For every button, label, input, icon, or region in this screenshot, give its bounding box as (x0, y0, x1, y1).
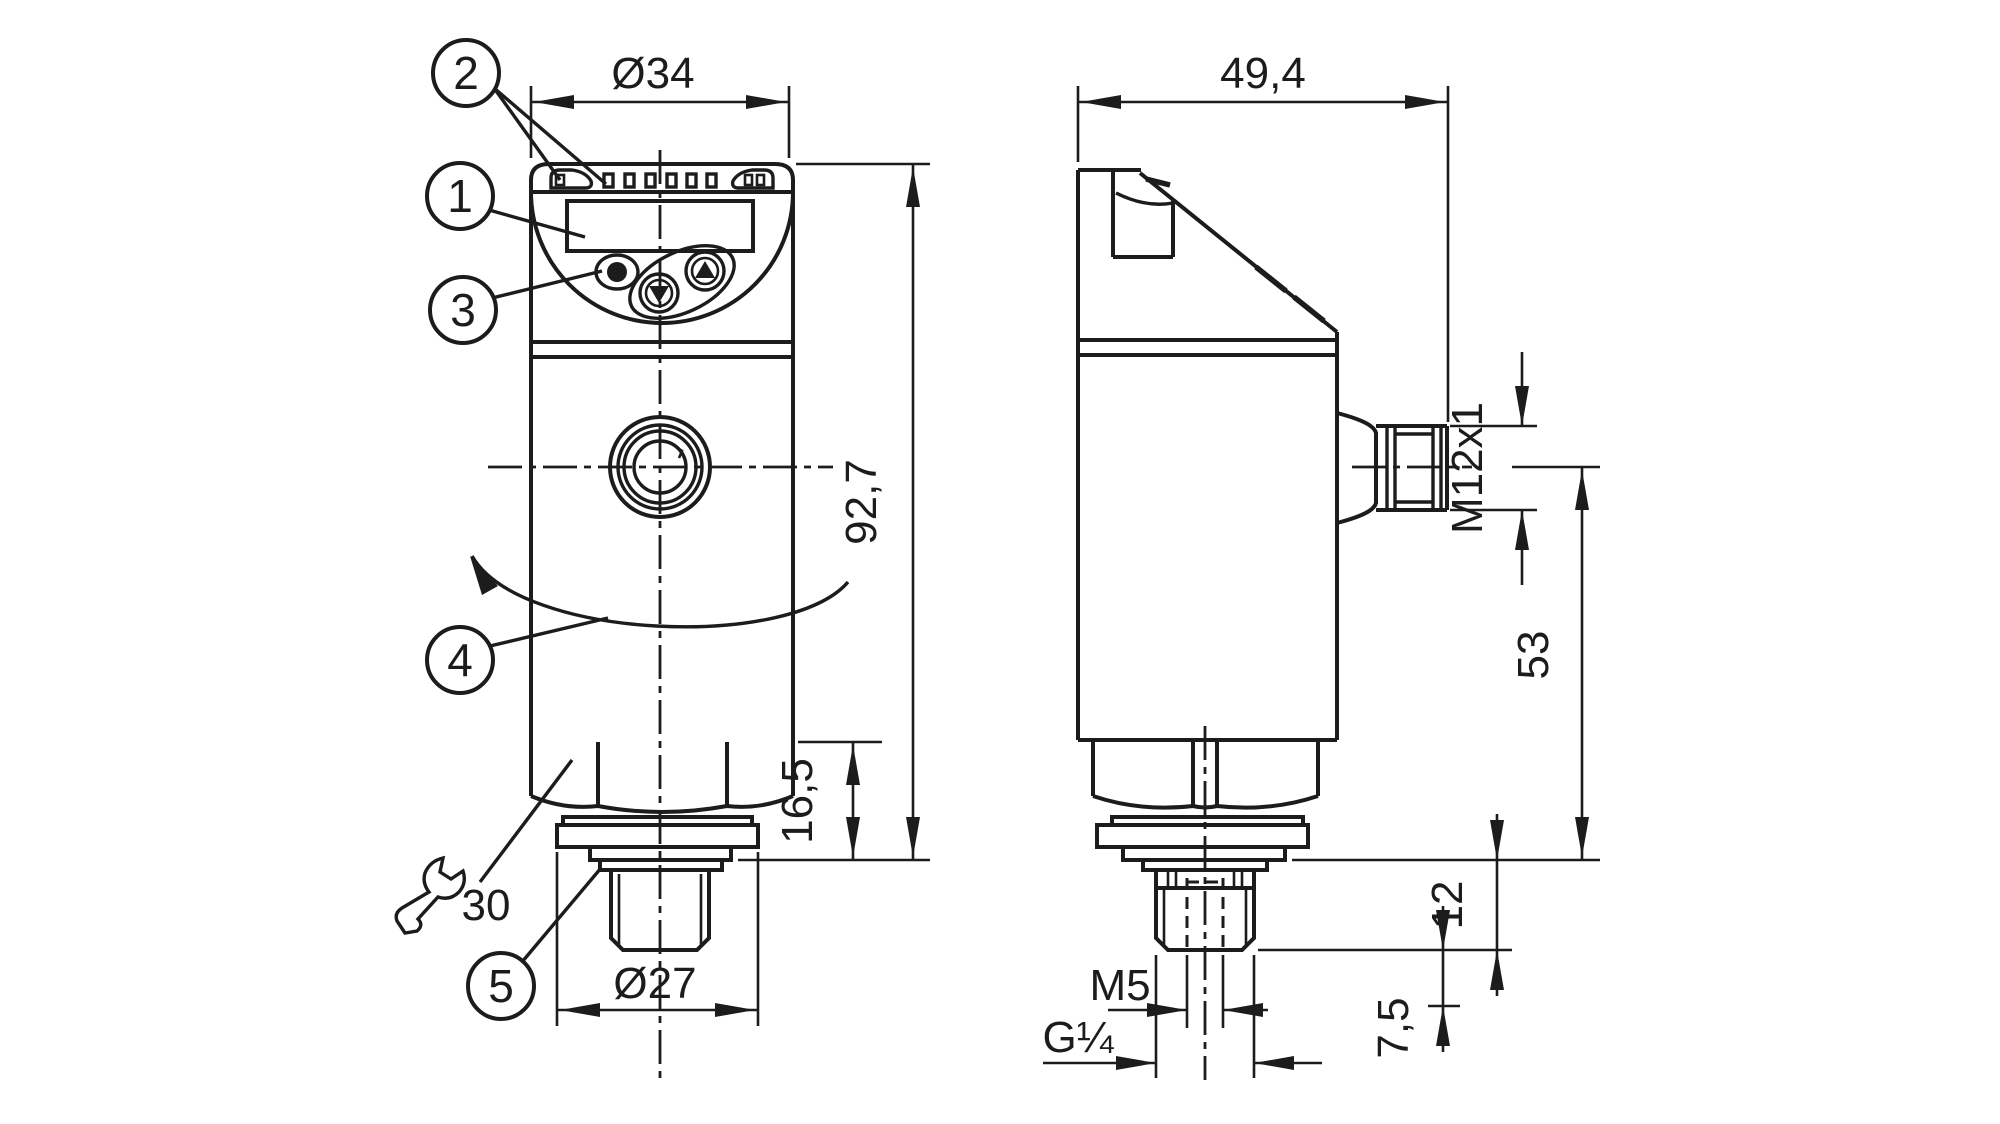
rotation-arrow-icon (470, 555, 850, 629)
led-icon (665, 172, 678, 189)
process-thread-stud (609, 868, 711, 952)
display-side-profile (1111, 171, 1175, 259)
led-segment-icon (743, 173, 754, 187)
wrench-size-label: 30 (462, 881, 511, 930)
dim-depth: 49,4 (1076, 49, 1450, 422)
mounting-flange (555, 815, 760, 872)
mode-button-dot (607, 262, 627, 282)
dim-connector-thread: M12x1 (1443, 352, 1537, 585)
m12-connector (1336, 411, 1449, 525)
callout-label-rotation: 4 (447, 634, 473, 686)
dim-label-center-to-face: 53 (1509, 631, 1558, 680)
dim-label-depth: 49,4 (1220, 49, 1306, 98)
sensor-head-face (529, 191, 795, 325)
down-button-ring (644, 278, 674, 308)
callout-5: 5 (466, 866, 603, 1021)
dim-label-tip-length: 7,5 (1369, 997, 1418, 1058)
button-pill (628, 244, 736, 320)
dim-process-thread: G¼ (1043, 955, 1322, 1078)
dim-total-height: 92,7 (738, 162, 930, 862)
side-view: 49,4 M12x1 53 12 (1043, 49, 1600, 1080)
hex-nut (529, 742, 795, 814)
corner-led-right-icon (730, 168, 775, 190)
side-process-thread-stud (1154, 868, 1256, 952)
up-arrow-icon (695, 261, 715, 278)
callout-label-display: 1 (447, 170, 473, 222)
down-button (638, 272, 680, 314)
callout-label-leds: 2 (453, 47, 479, 99)
dim-label-process-thread: G¼ (1043, 1013, 1115, 1062)
callout-label-buttons: 3 (450, 284, 476, 336)
dim-center-to-face: 53 (1292, 465, 1600, 862)
connector-port (608, 415, 712, 519)
dim-label-total-height: 92,7 (837, 459, 886, 545)
callout-2: 2 (431, 38, 608, 186)
led-segment-icon (755, 173, 766, 187)
dim-label-hex-section: 16,5 (773, 758, 822, 844)
dim-label-flange-diameter: Ø27 (613, 959, 696, 1008)
side-hex-nut (1091, 740, 1320, 810)
led-icon (705, 172, 718, 189)
up-button-ring (690, 256, 720, 286)
led-icon (623, 172, 636, 189)
side-mounting-flange (1095, 815, 1310, 872)
wrench-icon (394, 855, 467, 935)
up-button (684, 250, 726, 292)
led-icon (602, 172, 615, 189)
down-arrow-icon (649, 286, 669, 303)
dim-thread-length: 12 (1258, 814, 1512, 996)
slope-led-slot-icon (1292, 294, 1326, 324)
pushbuttons (594, 244, 736, 320)
led-icon (644, 172, 657, 189)
led-segment-icon (554, 173, 566, 187)
callout-3: 3 (428, 269, 603, 345)
dim-flange-diameter: Ø27 (555, 852, 760, 1026)
side-body-outline (1076, 168, 1339, 742)
wrench-callout: 30 (394, 758, 574, 935)
led-icon (685, 172, 698, 189)
dim-hex-section: 16,5 (773, 740, 882, 860)
slope-led-slot-icon (1254, 264, 1288, 294)
callout-1: 1 (425, 161, 586, 239)
dim-label-connector-thread: M12x1 (1443, 402, 1492, 534)
dim-tip-length: 7,5 (1369, 906, 1460, 1059)
led-strip (529, 162, 795, 194)
front-view: Ø34 92,7 16,5 Ø27 (394, 38, 930, 1078)
callout-label-process-connection: 5 (488, 960, 514, 1012)
dim-inner-thread: M5 (1089, 955, 1268, 1028)
body-outline (529, 192, 795, 742)
dim-label-head-diameter: Ø34 (611, 49, 694, 98)
dim-label-inner-thread: M5 (1089, 961, 1150, 1010)
dim-head-diameter: Ø34 (529, 49, 791, 158)
slope-led-slot-icon (1145, 176, 1171, 188)
display-window (565, 199, 755, 253)
callout-4: 4 (425, 616, 609, 695)
